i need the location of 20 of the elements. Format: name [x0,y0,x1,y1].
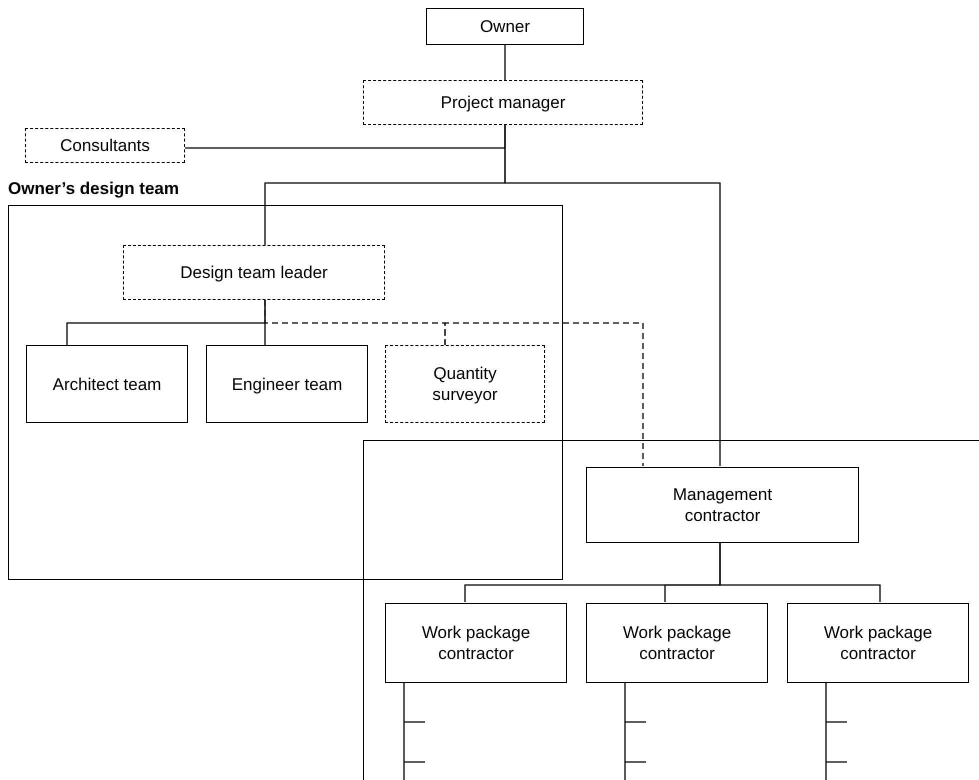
group-title: Owner’s design team [8,178,179,200]
group-frame [363,440,979,780]
role-box: Work package contractor [787,603,969,683]
dashed-role-box: Quantity surveyor [385,345,545,423]
connector-line [504,125,721,466]
role-box: Engineer team [206,345,368,423]
role-box: Owner [426,8,584,45]
role-box: Work package contractor [385,603,567,683]
dashed-role-box: Consultants [25,128,185,163]
dashed-role-box: Project manager [363,80,643,125]
connector-line [719,542,881,602]
role-box: Management contractor [586,467,859,543]
dashed-role-box: Design team leader [123,245,385,300]
connector-line [444,322,644,466]
role-box: Work package contractor [586,603,768,683]
branch-line [403,681,426,780]
connector-line [504,45,506,80]
branch-line [624,681,647,780]
role-box: Architect team [26,345,188,423]
branch-line [825,681,848,780]
